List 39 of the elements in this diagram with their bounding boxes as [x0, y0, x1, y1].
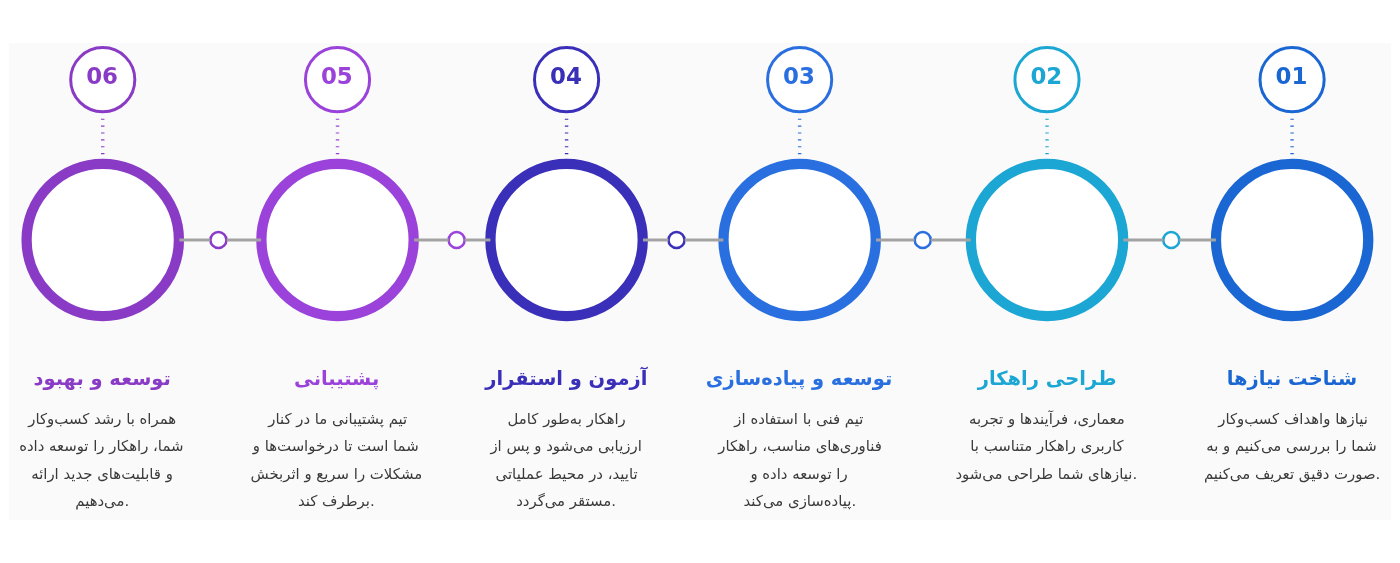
node-circle	[256, 158, 419, 322]
node-label: توسعه و پیاده‌سازی	[705, 366, 893, 390]
node-label: تیم فنی با استفاده از فناوری‌های مناسب، راهکار را توسعه داده و پیاده‌سازی می‌کند.	[718, 409, 882, 511]
node-label: راهکار به‌طور کامل ارزیابی می‌شود و پس از تایید، در محیط عملیاتی مستقر می‌گردد.	[490, 409, 642, 511]
node-label: شناخت نیازها	[1226, 366, 1358, 390]
connector	[179, 238, 211, 242]
node-circle: 03	[766, 46, 834, 114]
node-circle	[718, 158, 881, 322]
node-circle: 05	[303, 46, 372, 114]
node-label: همراه با رشد کسب‌وکار شما، راهکار را توسعه داده و قابلیت‌های جدید ارائه می‌دهیم.	[19, 409, 184, 511]
node-circle	[667, 230, 686, 250]
node-label: طراحی راهکار	[977, 366, 1117, 390]
node-label: پشتیبانی	[294, 366, 380, 390]
connector	[464, 238, 491, 242]
connector	[414, 238, 449, 242]
connector	[930, 238, 971, 242]
node-label: تیم پشتیبانی ما در کنار شما است تا درخواست‌ها و مشکلات را سریع و اثربخش برطرف کند.	[250, 409, 423, 511]
node-label: توسعه و بهبود	[33, 366, 171, 390]
node-circle	[913, 230, 933, 250]
node-circle	[485, 158, 648, 322]
connector	[1179, 238, 1216, 242]
connector	[875, 238, 915, 242]
node-circle	[21, 158, 185, 322]
node-circle	[965, 158, 1129, 322]
connector	[226, 238, 262, 242]
node-circle: 06	[69, 46, 137, 114]
connector	[1123, 238, 1164, 242]
connector	[643, 238, 669, 242]
node-circle	[1210, 158, 1374, 322]
node-circle: 04	[533, 46, 601, 114]
node-label: معماری، فرآیندها و تجربه کاربری راهکار متناسب با نیازهای شما طراحی می‌شود.	[955, 409, 1138, 483]
node-circle: 02	[1013, 46, 1081, 114]
node-label: نیازها واهداف کسب‌وکار شما را بررسی می‌کنیم و به صورت دقیق تعریف می‌کنیم.	[1203, 409, 1381, 483]
node-circle	[447, 230, 466, 250]
node-circle	[1162, 230, 1181, 250]
connector	[684, 238, 724, 242]
node-circle	[209, 230, 228, 250]
node-circle: 01	[1258, 46, 1326, 114]
node-label: آزمون و استقرار	[485, 366, 648, 390]
